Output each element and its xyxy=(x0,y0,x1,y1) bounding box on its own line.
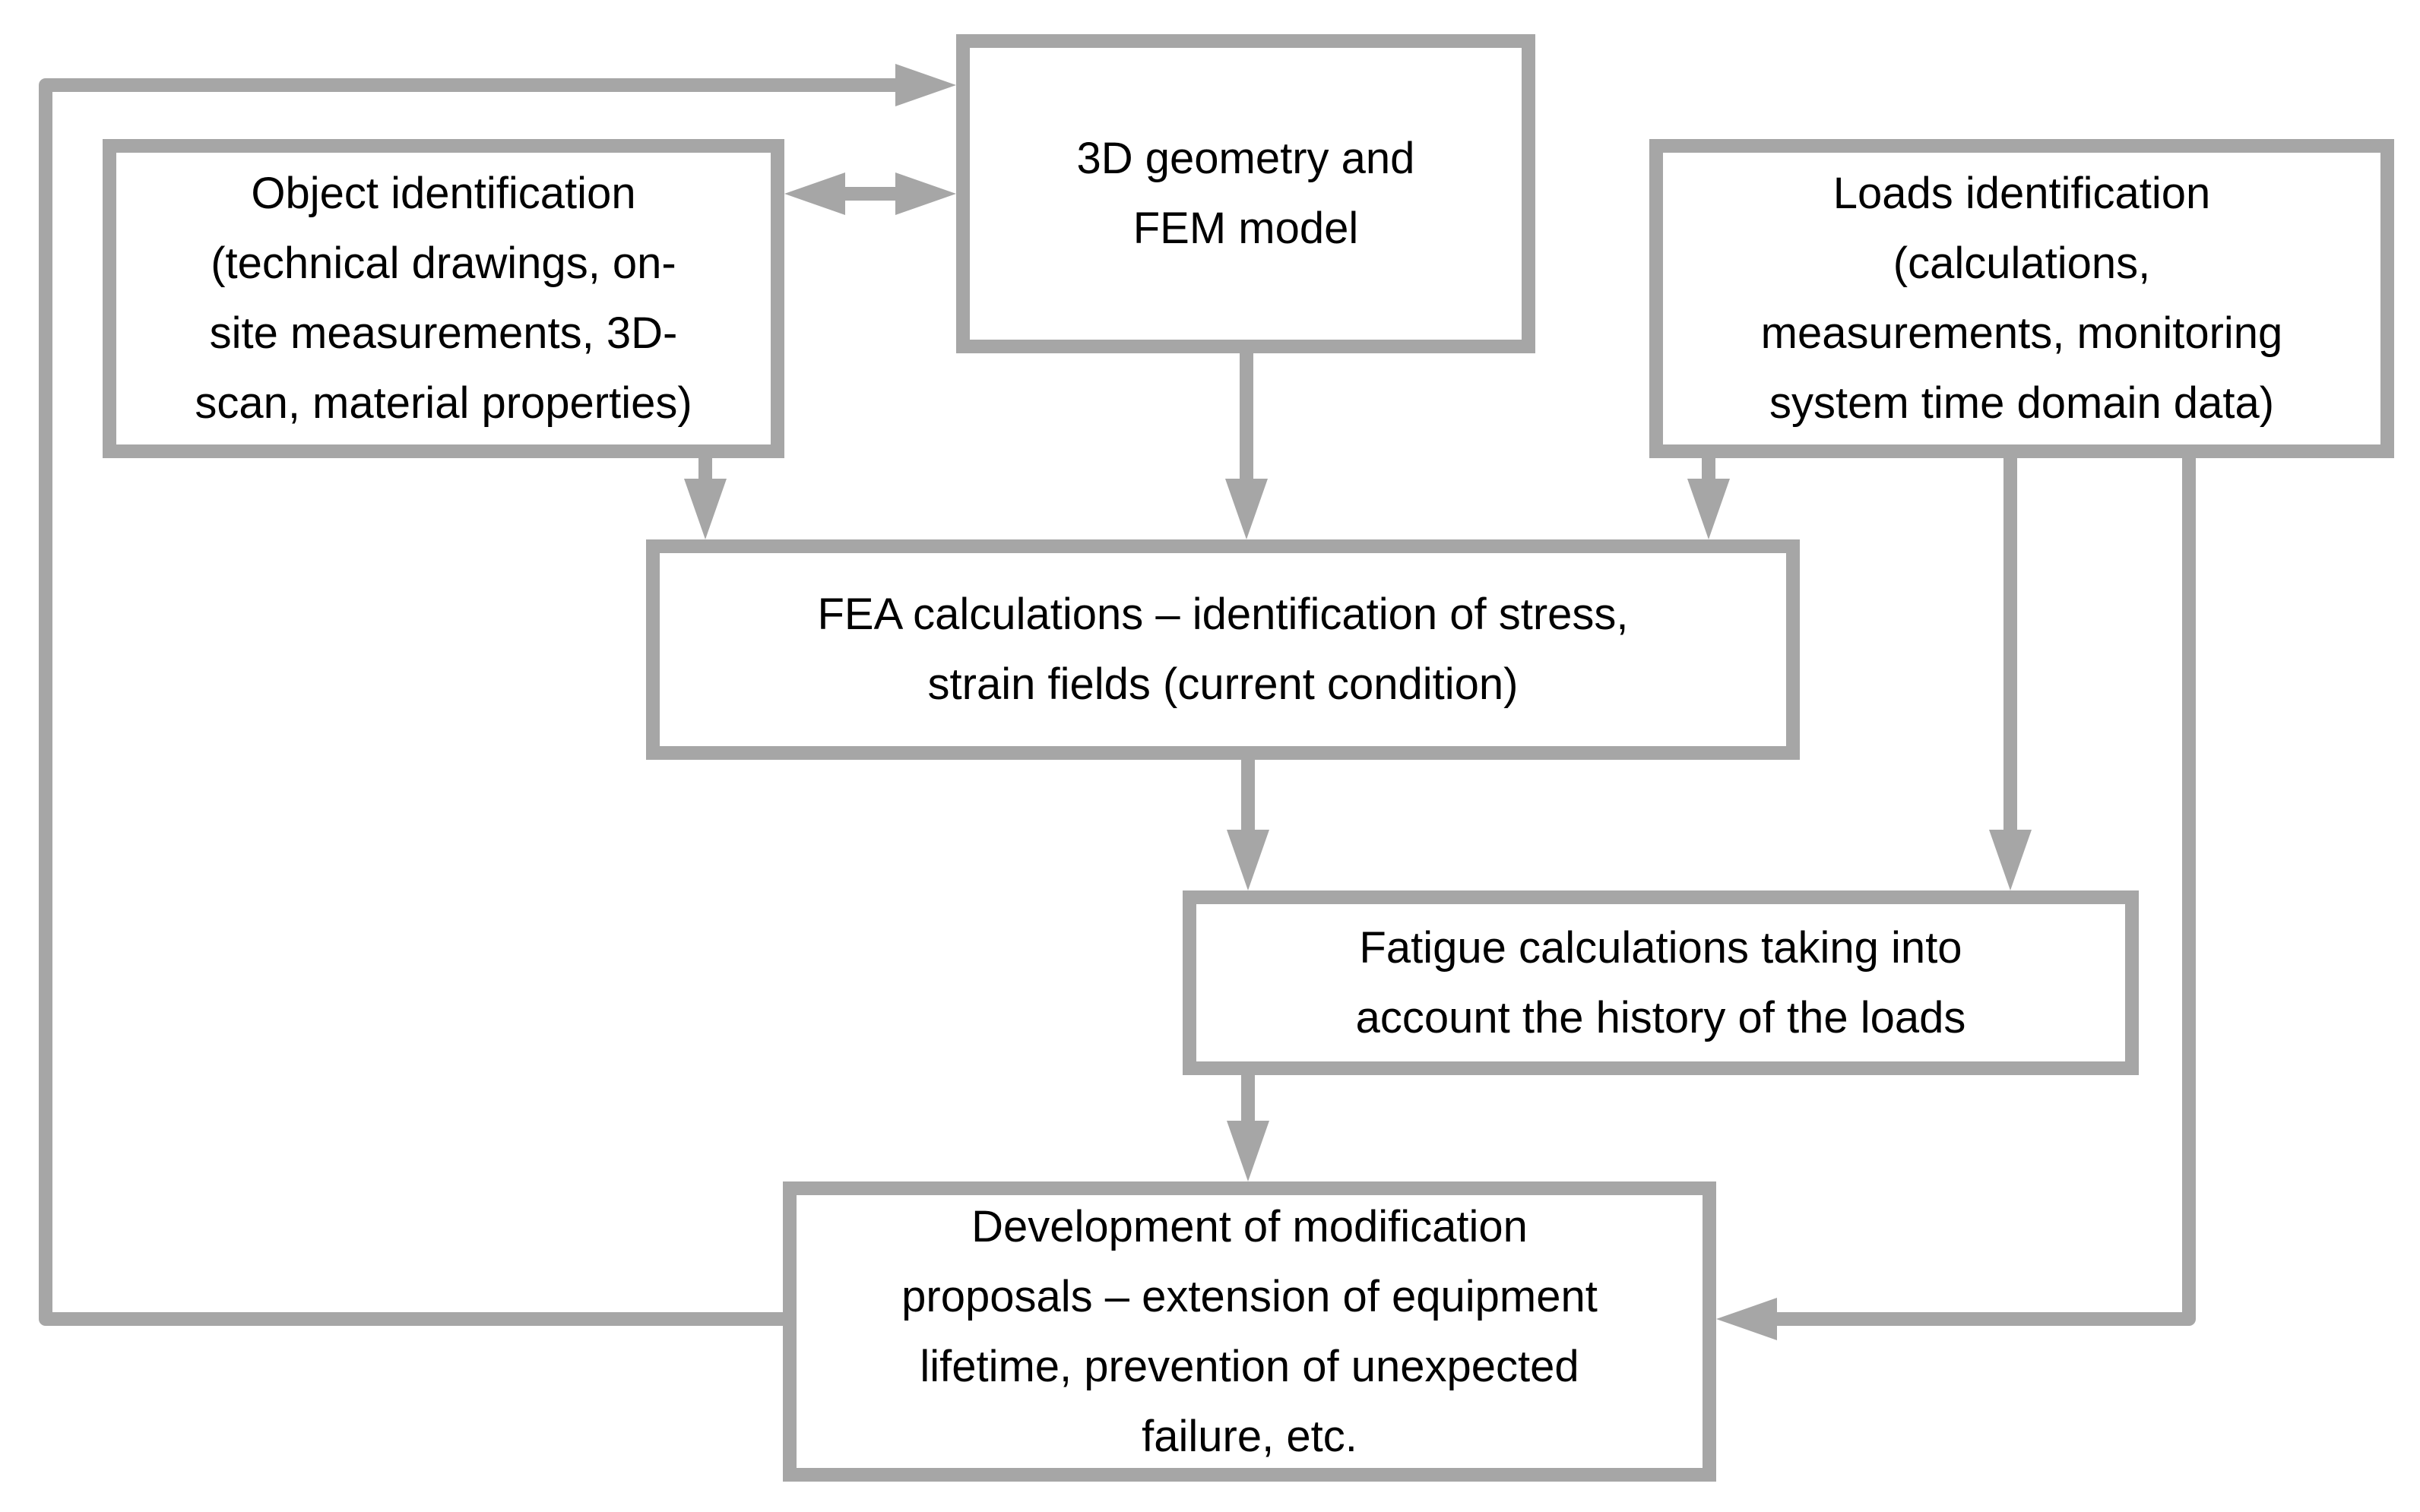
arrowhead-fea-into-fatigue xyxy=(1227,830,1269,890)
connector-development-to-geometry xyxy=(39,78,897,1326)
arrowhead-into-geometry-from-feedback xyxy=(895,64,956,106)
arrowhead-double-left-into-object xyxy=(784,172,845,215)
node-text-line: FEM model xyxy=(1132,204,1359,253)
arrowhead-double-right-into-geometry xyxy=(895,172,956,215)
node-text-line: Development of modification xyxy=(971,1201,1528,1251)
node-text-line: (calculations, xyxy=(1893,239,2151,288)
node-development-proposals: Development of modification proposals – … xyxy=(783,1181,1716,1482)
node-loads-identification: Loads identification (calculations, meas… xyxy=(1649,139,2394,458)
node-text-line: Loads identification xyxy=(1832,169,2211,218)
node-text-line: 3D geometry and xyxy=(1076,134,1415,183)
arrowhead-loads-into-fea xyxy=(1687,479,1730,539)
node-text-line: failure, etc. xyxy=(1142,1411,1357,1461)
node-text-line: (technical drawings, on- xyxy=(211,239,676,288)
node-text-line: site measurements, 3D- xyxy=(209,308,678,358)
node-text-line: strain fields (current condition) xyxy=(927,660,1519,709)
node-text-line: measurements, monitoring xyxy=(1760,308,2283,358)
node-fatigue-calculations: Fatigue calculations taking into account… xyxy=(1183,890,2139,1075)
node-text-line: proposals – extension of equipment xyxy=(901,1271,1598,1321)
arrowhead-loads-into-development xyxy=(1716,1298,1777,1340)
node-text-line: scan, material properties) xyxy=(195,378,692,428)
node-text-line: system time domain data) xyxy=(1769,378,2275,428)
node-3d-geometry-fem-model: 3D geometry and FEM model xyxy=(956,34,1535,353)
arrowhead-loads-into-fatigue xyxy=(1989,830,2032,890)
node-text-line: lifetime, prevention of unexpected xyxy=(920,1341,1579,1391)
node-fea-calculations: FEA calculations – identification of str… xyxy=(646,539,1800,760)
node-text-line: Object identification xyxy=(251,169,636,218)
node-text-line: account the history of the loads xyxy=(1355,992,1966,1042)
node-text-line: Fatigue calculations taking into xyxy=(1359,922,1962,973)
node-text-line: FEA calculations – identification of str… xyxy=(817,590,1629,639)
arrowhead-fatigue-into-development xyxy=(1227,1121,1269,1181)
arrowhead-geometry-into-fea xyxy=(1225,479,1268,539)
node-object-identification: Object identification (technical drawing… xyxy=(103,139,784,458)
connector-loads-to-development xyxy=(1775,458,2196,1326)
arrowhead-object-into-fea xyxy=(684,479,727,539)
